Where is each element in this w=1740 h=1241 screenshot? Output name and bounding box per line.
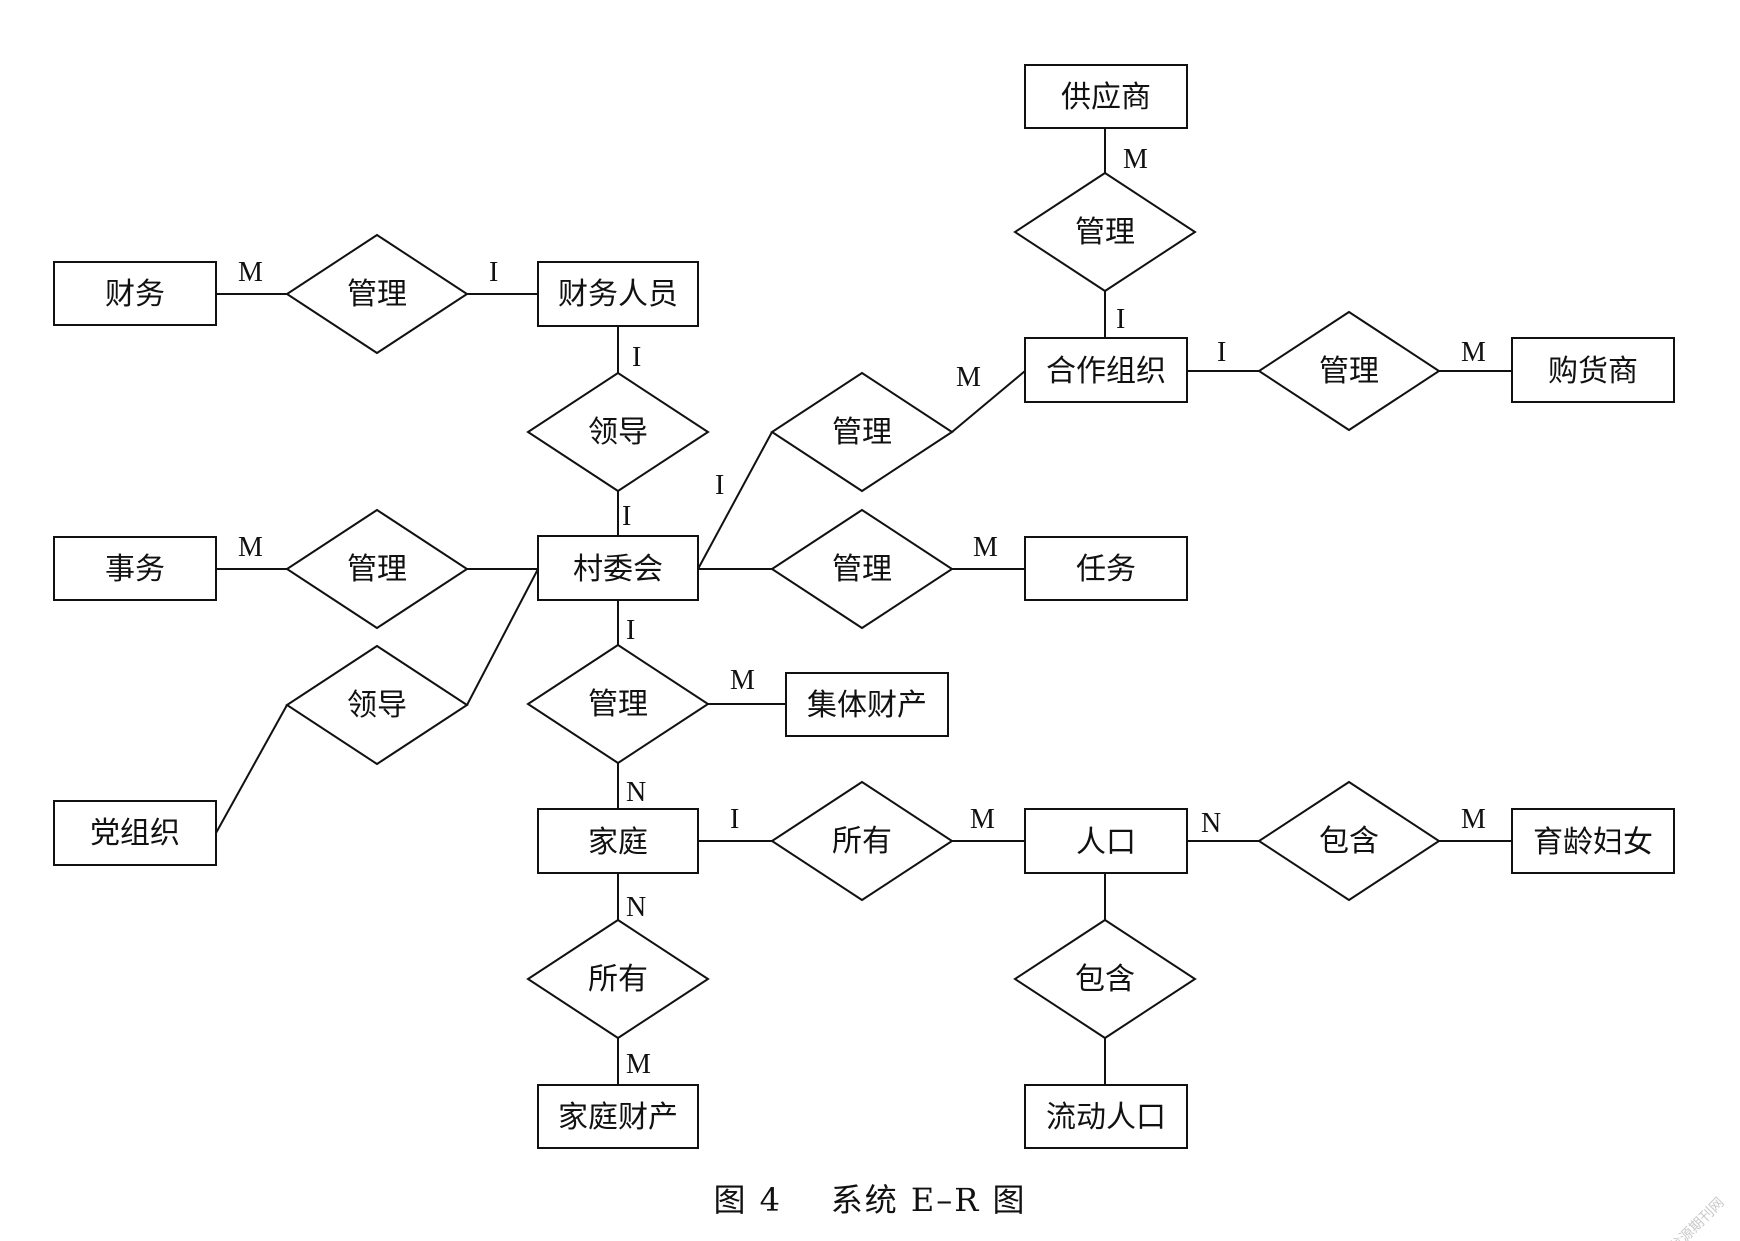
- relationship-label: 管理: [347, 552, 407, 587]
- entity-label: 集体财产: [807, 688, 927, 723]
- entity-caiwu-renyuan: 财务人员: [537, 261, 699, 327]
- relationship-manage-coop: 管理: [770, 371, 954, 493]
- relationship-label: 管理: [1075, 215, 1135, 250]
- cardinality-label: M: [1461, 337, 1486, 368]
- relationship-label: 领导: [347, 688, 407, 723]
- cardinality-label: I: [622, 501, 631, 532]
- watermark: 龙源期刊网: [1667, 1195, 1728, 1241]
- entity-caiwu: 财务: [53, 261, 217, 326]
- entity-label: 财务: [105, 277, 165, 312]
- figure-caption: 图 4 系统 E–R 图: [713, 1181, 1026, 1219]
- entity-label: 家庭: [588, 825, 648, 860]
- entity-gouhuoshang: 购货商: [1511, 337, 1675, 403]
- relationship-label: 管理: [832, 552, 892, 587]
- cardinality-label: M: [626, 1049, 651, 1080]
- cardinality-label: M: [956, 362, 981, 393]
- relationship-manage-supplier: 管理: [1013, 171, 1197, 293]
- cardinality-label: I: [632, 342, 641, 373]
- relationship-label: 管理: [588, 687, 648, 722]
- entity-label: 合作组织: [1046, 354, 1166, 389]
- entity-label: 人口: [1076, 825, 1136, 860]
- relationship-manage-task: 管理: [770, 508, 954, 630]
- entity-renwu: 任务: [1024, 536, 1188, 601]
- cardinality-label: I: [489, 257, 498, 288]
- relationship-manage-finance: 管理: [285, 233, 469, 355]
- entity-jiating: 家庭: [537, 808, 699, 874]
- relationship-label: 管理: [1319, 354, 1379, 389]
- entity-label: 供应商: [1061, 80, 1151, 115]
- cardinality-label: M: [1461, 804, 1486, 835]
- relationship-own-family-property: 所有: [526, 918, 710, 1040]
- relationship-manage-property: 管理: [526, 643, 710, 765]
- entity-label: 育龄妇女: [1533, 825, 1653, 860]
- relationship-contain-floating: 包含: [1013, 918, 1197, 1040]
- cardinality-label: M: [970, 804, 995, 835]
- entity-dangzuzhi: 党组织: [53, 800, 217, 866]
- cardinality-label: M: [238, 532, 263, 563]
- cardinality-label: I: [1217, 337, 1226, 368]
- relationship-label: 所有: [588, 962, 648, 997]
- cardinality-label: M: [1123, 144, 1148, 175]
- cardinality-label: I: [730, 804, 739, 835]
- relationship-manage-affairs: 管理: [285, 508, 469, 630]
- cardinality-label: I: [715, 470, 724, 501]
- cardinality-label: M: [973, 532, 998, 563]
- relationship-lead-party: 领导: [285, 644, 469, 766]
- entity-label: 任务: [1076, 552, 1136, 587]
- cardinality-label: M: [730, 665, 755, 696]
- relationship-label: 管理: [347, 277, 407, 312]
- relationship-label: 包含: [1075, 962, 1135, 997]
- entity-cunweihui: 村委会: [537, 535, 699, 601]
- entity-yuling-funv: 育龄妇女: [1511, 808, 1675, 874]
- relationship-lead-staff: 领导: [526, 371, 710, 493]
- entity-label: 家庭财产: [558, 1100, 678, 1135]
- entity-renkou: 人口: [1024, 808, 1188, 874]
- cardinality-labels: M I I I M M I M I M I M I M N I M N M N …: [238, 144, 1486, 1080]
- relationship-label: 所有: [832, 824, 892, 859]
- entity-label: 购货商: [1548, 354, 1638, 389]
- relationship-own-population: 所有: [770, 780, 954, 902]
- entity-liudong-renkou: 流动人口: [1024, 1084, 1188, 1149]
- entity-label: 党组织: [90, 816, 180, 851]
- entity-jiti-caichan: 集体财产: [785, 672, 949, 737]
- cardinality-label: M: [238, 257, 263, 288]
- cardinality-label: I: [626, 615, 635, 646]
- relationship-label: 管理: [832, 415, 892, 450]
- entity-gongyingshang: 供应商: [1024, 64, 1188, 129]
- relationship-manage-buyer: 管理: [1257, 310, 1441, 432]
- relationship-label: 包含: [1319, 824, 1379, 859]
- entity-label: 流动人口: [1046, 1100, 1166, 1135]
- cardinality-label: N: [1201, 808, 1221, 839]
- cardinality-label: N: [626, 777, 646, 808]
- cardinality-label: N: [626, 892, 646, 923]
- entity-label: 村委会: [573, 552, 663, 587]
- entity-label: 财务人员: [558, 277, 678, 312]
- relationship-label: 领导: [588, 415, 648, 450]
- entity-label: 事务: [105, 552, 165, 587]
- entity-hezuo-zuzhi: 合作组织: [1024, 337, 1188, 403]
- relationship-contain-women: 包含: [1257, 780, 1441, 902]
- connector-lines: [215, 128, 1512, 1085]
- entity-shiwu: 事务: [53, 536, 217, 601]
- cardinality-label: I: [1116, 304, 1125, 335]
- entity-jiating-caichan: 家庭财产: [537, 1084, 699, 1149]
